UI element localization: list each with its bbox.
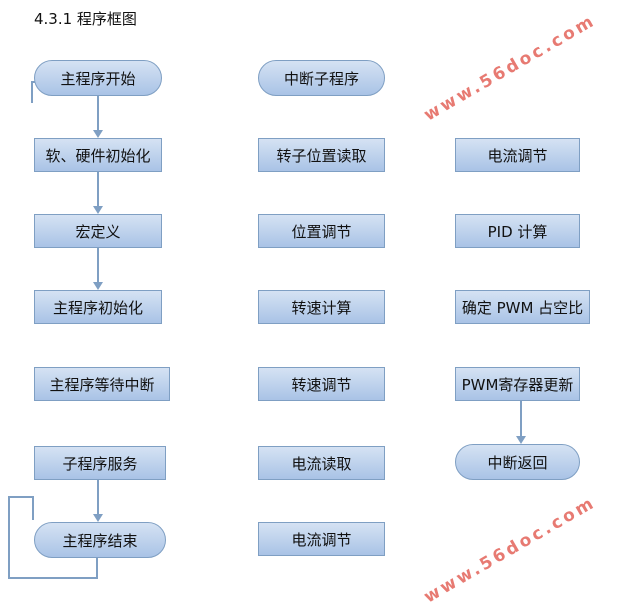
- process-position-regulation: 位置调节: [258, 214, 385, 248]
- process-speed-calc: 转速计算: [258, 290, 385, 324]
- process-pwm-register-update: PWM寄存器更新: [455, 367, 580, 401]
- process-pwm-duty: 确定 PWM 占空比: [455, 290, 590, 324]
- arrow-head: [516, 436, 526, 444]
- main-start-terminator: 主程序开始: [34, 60, 162, 96]
- interrupt-start-terminator: 中断子程序: [258, 60, 385, 96]
- arrow-head: [93, 282, 103, 290]
- main-end-terminator: 主程序结束: [34, 522, 166, 558]
- process-rotor-position-read: 转子位置读取: [258, 138, 385, 172]
- process-speed-regulation: 转速调节: [258, 367, 385, 401]
- process-pid-calc: PID 计算: [455, 214, 580, 248]
- arrow-head: [93, 206, 103, 214]
- process-wait-interrupt: 主程序等待中断: [34, 367, 170, 401]
- process-current-regulation-2: 电流调节: [455, 138, 580, 172]
- process-current-regulation: 电流调节: [258, 522, 385, 556]
- arrow-head: [93, 514, 103, 522]
- loop-line-bottom: [8, 496, 98, 579]
- process-main-init: 主程序初始化: [34, 290, 162, 324]
- process-macro-define: 宏定义: [34, 214, 162, 248]
- section-title: 4.3.1 程序框图: [34, 10, 137, 28]
- interrupt-return-terminator: 中断返回: [455, 444, 580, 480]
- process-subroutine-service: 子程序服务: [34, 446, 166, 480]
- process-current-read: 电流读取: [258, 446, 385, 480]
- arrow-head: [93, 130, 103, 138]
- process-init-hw-sw: 软、硬件初始化: [34, 138, 162, 172]
